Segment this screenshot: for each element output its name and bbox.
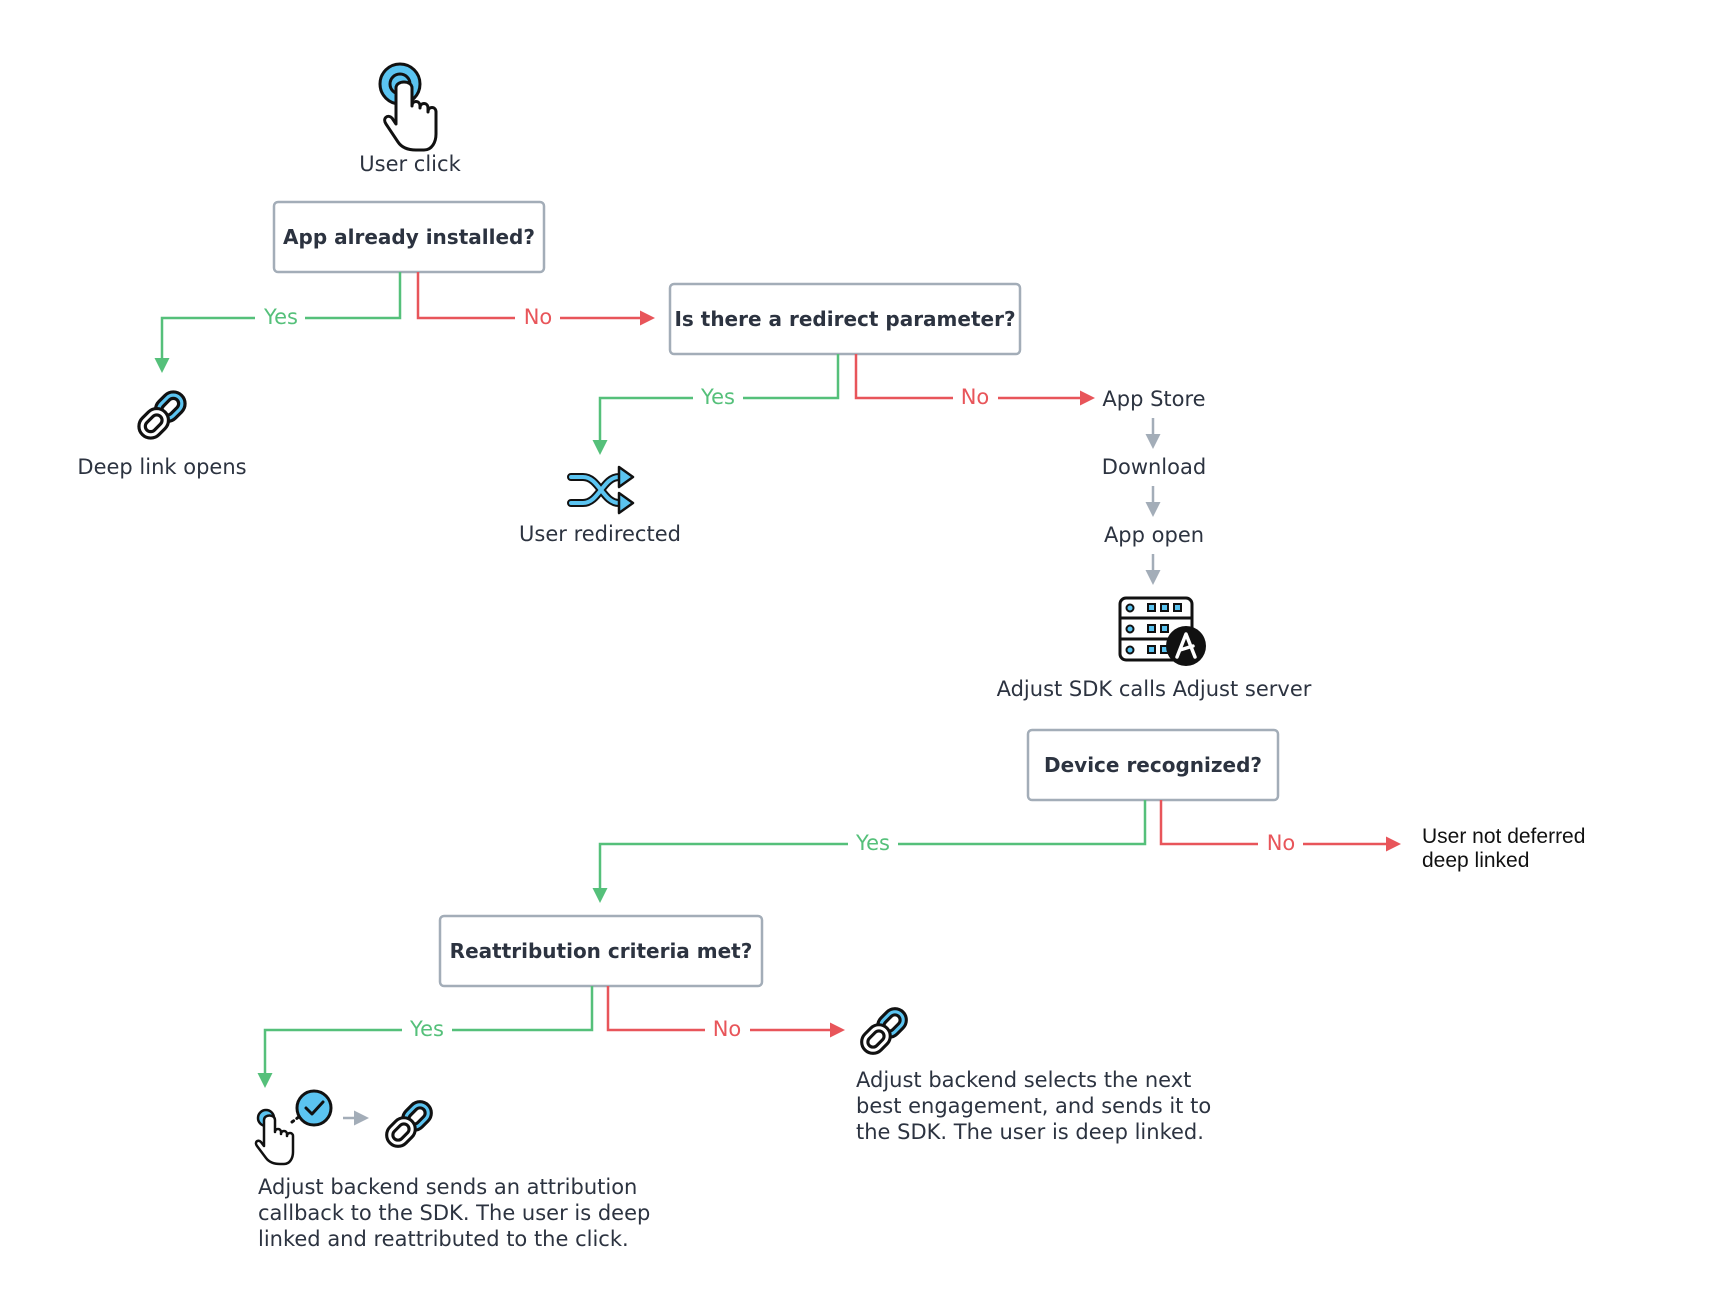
- tap-check-icon: [254, 1089, 333, 1166]
- decision-device-recognized-label: Device recognized?: [1044, 753, 1262, 777]
- outcome-next-best-line2: best engagement, and sends it to: [856, 1094, 1211, 1118]
- q3-no-label: No: [1267, 831, 1296, 855]
- outcome-not-deferred-line2: deep linked: [1422, 849, 1529, 872]
- outcome-reattributed-line1: Adjust backend sends an attribution: [258, 1175, 637, 1199]
- start-label: User click: [359, 152, 461, 176]
- link-icon: [382, 1097, 436, 1151]
- outcome-not-deferred-line1: User not deferred: [1422, 825, 1585, 848]
- outcome-next-best-line3: the SDK. The user is deep linked.: [856, 1120, 1204, 1144]
- q1-no-label: No: [524, 305, 553, 329]
- decision-reattribution-criteria: [438, 914, 764, 988]
- shuffle-icon: [567, 465, 635, 515]
- server-label: Adjust SDK calls Adjust server: [997, 677, 1312, 701]
- q4-no-label: No: [713, 1017, 742, 1041]
- q2-no-label: No: [961, 385, 990, 409]
- outcome-next-best-line1: Adjust backend selects the next: [856, 1068, 1191, 1092]
- outcome-reattributed-line3: linked and reattributed to the click.: [258, 1227, 629, 1251]
- q1-yes-label: Yes: [263, 305, 298, 329]
- q2-no-connector: [854, 354, 1095, 406]
- step-download: Download: [1102, 455, 1206, 479]
- q3-no-connector: [1159, 800, 1401, 852]
- decision-redirect-parameter: [668, 282, 1022, 356]
- decision-app-installed-label: App already installed?: [283, 225, 535, 249]
- link-icon: [134, 387, 190, 443]
- outcome-redirected-label: User redirected: [519, 522, 681, 546]
- outcome-deep-link-label: Deep link opens: [77, 455, 246, 479]
- decision-app-installed: [272, 200, 546, 274]
- step-app-open: App open: [1104, 523, 1204, 547]
- q3-yes-label: Yes: [855, 831, 890, 855]
- link-icon: [857, 1004, 911, 1058]
- decision-device-recognized: [1026, 728, 1280, 802]
- q4-yes-label: Yes: [409, 1017, 444, 1041]
- q2-yes-label: Yes: [700, 385, 735, 409]
- decision-redirect-parameter-label: Is there a redirect parameter?: [674, 307, 1015, 331]
- tap-icon: [378, 62, 438, 152]
- q4-no-connector: [606, 986, 845, 1038]
- outcome-reattributed-line2: callback to the SDK. The user is deep: [258, 1201, 650, 1225]
- decision-reattribution-criteria-label: Reattribution criteria met?: [450, 939, 753, 963]
- q1-no-connector: [416, 272, 655, 326]
- server-icon: [1118, 596, 1206, 666]
- step-app-store: App Store: [1102, 387, 1205, 411]
